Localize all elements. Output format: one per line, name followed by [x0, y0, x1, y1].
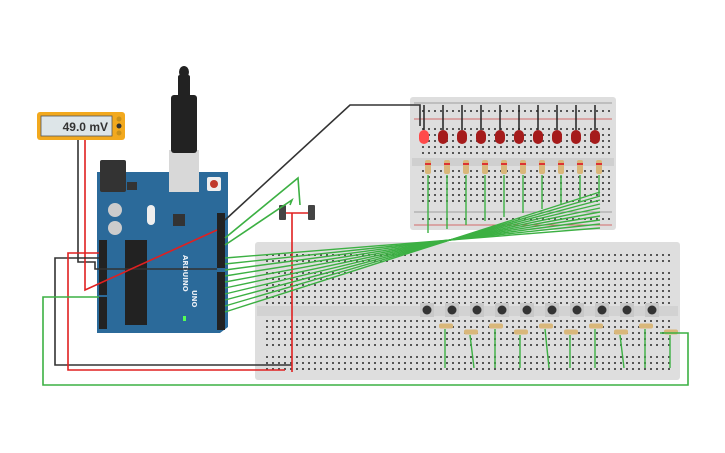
- multimeter[interactable]: 49.0 mV: [37, 112, 125, 140]
- resistor[interactable]: [596, 160, 602, 174]
- resistor[interactable]: [444, 160, 450, 174]
- resistor-band: [425, 163, 431, 165]
- pushbutton-cap[interactable]: [422, 305, 432, 315]
- wire-pin12[interactable]: [224, 176, 301, 239]
- pulldown-resistor[interactable]: [514, 329, 528, 335]
- usb-port: [169, 150, 199, 192]
- resistor[interactable]: [463, 160, 469, 174]
- wire-a0[interactable]: [42, 296, 689, 386]
- wire-digital-to-led[interactable]: [224, 223, 601, 265]
- pushbutton-cap[interactable]: [622, 305, 632, 315]
- resistor[interactable]: [520, 160, 526, 174]
- pulldown-resistor[interactable]: [564, 329, 578, 335]
- brand-label: ARDUINO: [181, 255, 189, 292]
- resistor[interactable]: [501, 160, 507, 174]
- multimeter-reading: 49.0 mV: [63, 120, 108, 134]
- led[interactable]: [476, 130, 486, 144]
- pushbutton-cap[interactable]: [472, 305, 482, 315]
- resistor-band: [463, 163, 469, 165]
- resistor[interactable]: [539, 160, 545, 174]
- led-breadboard[interactable]: [410, 97, 616, 230]
- wire-led-common[interactable]: [224, 104, 421, 221]
- microcontroller-chip: [125, 240, 147, 325]
- power-rail-bottom: [262, 356, 672, 370]
- button-ground-wire[interactable]: [544, 328, 550, 369]
- pulldown-resistor[interactable]: [464, 329, 478, 335]
- led[interactable]: [438, 130, 448, 144]
- button-ground-wire[interactable]: [619, 334, 625, 369]
- slide-switch[interactable]: [279, 205, 315, 220]
- resistor-band: [596, 163, 602, 165]
- resistor-band: [577, 163, 583, 165]
- wire-digital-to-led[interactable]: [224, 199, 601, 301]
- digital-header-top[interactable]: [217, 213, 225, 268]
- digital-header-bottom[interactable]: [217, 272, 225, 330]
- wire-digital-to-led[interactable]: [224, 219, 601, 271]
- pushbutton-cap[interactable]: [447, 305, 457, 315]
- main-breadboard[interactable]: [255, 242, 680, 380]
- wire-5v-rail[interactable]: [67, 252, 285, 371]
- wire-gnd-rail[interactable]: [54, 257, 292, 366]
- wire-multimeter-gnd[interactable]: [77, 140, 217, 270]
- terminal-a[interactable]: [116, 116, 122, 122]
- led[interactable]: [590, 130, 600, 144]
- reset-button[interactable]: [210, 180, 218, 188]
- power-rail-top: [418, 106, 610, 116]
- wire-pin11[interactable]: [224, 197, 294, 246]
- resistor[interactable]: [482, 160, 488, 174]
- analog-header[interactable]: [99, 297, 107, 329]
- terminal-strip-top: [262, 272, 672, 304]
- usb-cable[interactable]: [171, 66, 197, 153]
- terminal-com[interactable]: [116, 123, 122, 129]
- resistor-band: [482, 163, 488, 165]
- resistor[interactable]: [558, 160, 564, 174]
- resistor-band: [558, 163, 564, 165]
- pushbutton-cap[interactable]: [522, 305, 532, 315]
- led[interactable]: [419, 130, 429, 144]
- led[interactable]: [495, 130, 505, 144]
- pulldown-resistor[interactable]: [614, 329, 628, 335]
- power-header[interactable]: [99, 240, 107, 295]
- led[interactable]: [533, 130, 543, 144]
- pushbutton-cap[interactable]: [647, 305, 657, 315]
- pulldown-resistor[interactable]: [639, 323, 653, 329]
- wires: [42, 104, 689, 386]
- pulldown-resistor[interactable]: [489, 323, 503, 329]
- led[interactable]: [514, 130, 524, 144]
- pulldown-resistor[interactable]: [539, 323, 553, 329]
- dc-power-jack: [100, 160, 126, 192]
- resistor-band: [520, 163, 526, 165]
- pushbutton-cap[interactable]: [497, 305, 507, 315]
- led[interactable]: [457, 130, 467, 144]
- model-label: UNO: [190, 290, 198, 308]
- resistor[interactable]: [425, 160, 431, 174]
- power-rail-bottom: [418, 214, 610, 222]
- resistor-band: [501, 163, 507, 165]
- resistor-band: [444, 163, 450, 165]
- pushbutton-cap[interactable]: [547, 305, 557, 315]
- resistor-band: [539, 163, 545, 165]
- pushbutton-cap[interactable]: [597, 305, 607, 315]
- button-ground-wire[interactable]: [469, 334, 475, 369]
- wire-digital-to-led[interactable]: [224, 203, 601, 295]
- resistor[interactable]: [577, 160, 583, 174]
- wire-digital-to-led[interactable]: [224, 227, 601, 259]
- wire-digital-to-led[interactable]: [224, 215, 601, 277]
- led[interactable]: [571, 130, 581, 144]
- wire-digital-to-led[interactable]: [224, 211, 601, 283]
- led[interactable]: [552, 130, 562, 144]
- on-led: [183, 316, 186, 321]
- wire-digital-to-led[interactable]: [224, 191, 601, 313]
- wire-digital-to-led[interactable]: [224, 195, 601, 307]
- pushbutton-cap[interactable]: [572, 305, 582, 315]
- wire-multimeter-positive[interactable]: [84, 140, 218, 292]
- pulldown-resistor[interactable]: [589, 323, 603, 329]
- pulldown-resistor[interactable]: [439, 323, 453, 329]
- terminal-v[interactable]: [116, 130, 122, 136]
- wire-digital-to-led[interactable]: [224, 207, 601, 289]
- arduino-uno[interactable]: ARDUINO UNO: [97, 150, 228, 333]
